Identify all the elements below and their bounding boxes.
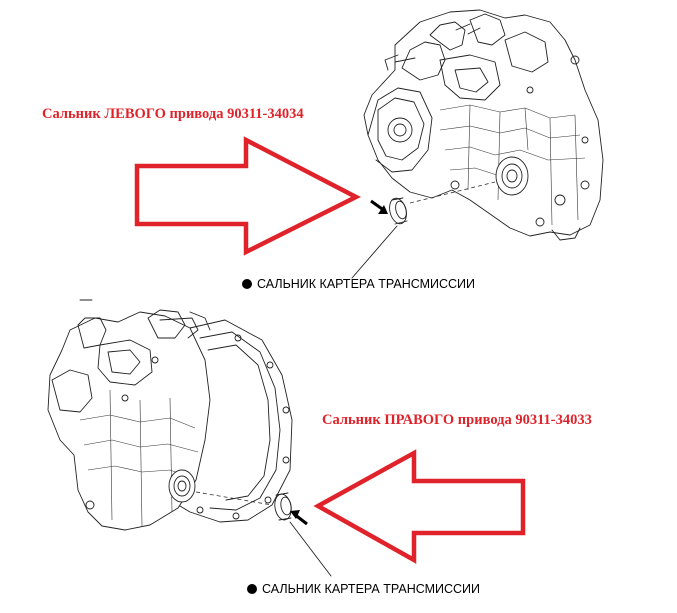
caption-bottom-text: САЛЬНИК КАРТЕРА ТРАНСМИССИИ: [262, 582, 481, 596]
transmission-drawing-bottom: [47, 299, 293, 531]
left-seal-arrow: [134, 136, 361, 256]
right-seal-label: Сальник ПРАВОГО привода 90311-34033: [322, 412, 592, 428]
filled-circle-icon: [247, 584, 257, 594]
left-seal-label: Сальник ЛЕВОГО привода 90311-34034: [42, 106, 304, 122]
caption-bottom: САЛЬНИК КАРТЕРА ТРАНСМИССИИ: [247, 582, 480, 596]
caption-top-text: САЛЬНИК КАРТЕРА ТРАНСМИССИИ: [257, 277, 476, 291]
transmission-drawing-top: [363, 9, 604, 241]
seal-bottom: [195, 491, 332, 577]
right-seal-arrow: [313, 449, 526, 564]
filled-circle-icon: [242, 279, 252, 289]
seal-top: [351, 181, 496, 279]
caption-top: САЛЬНИК КАРТЕРА ТРАНСМИССИИ: [242, 277, 475, 291]
